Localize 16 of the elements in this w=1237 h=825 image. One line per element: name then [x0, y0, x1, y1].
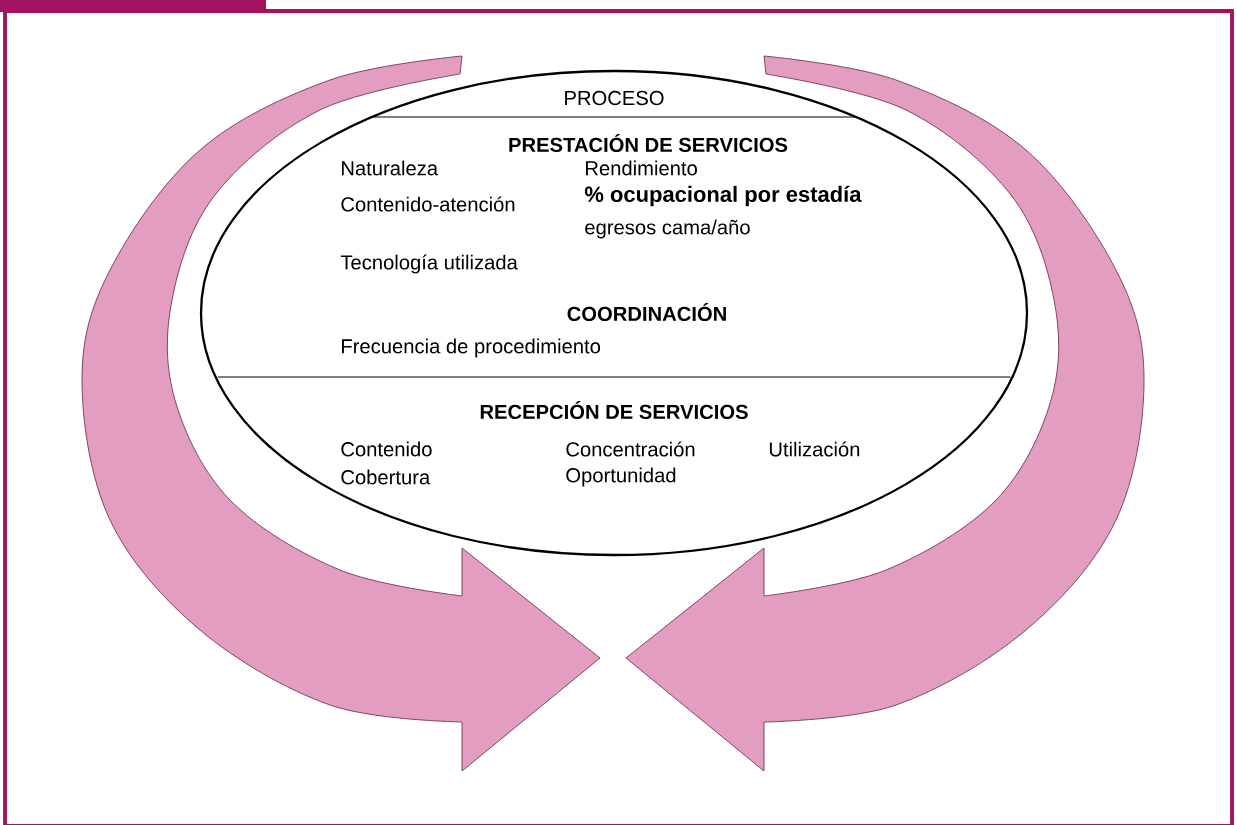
indicator-text: Tecnología utilizada — [340, 254, 518, 274]
section-heading: PRESTACIÓN DE SERVICIOS — [509, 133, 788, 153]
indicator-text: Rendimiento — [586, 160, 697, 176]
indicator-text: Cobertura — [341, 469, 431, 485]
indicator-text: Concentración — [566, 441, 695, 457]
indicator-text: Naturaleza — [342, 160, 439, 176]
indicator-text: Contenido-atención — [341, 196, 515, 212]
section-heading: RECEPCIÓN DE SERVICIOS — [480, 400, 748, 420]
indicator-text: Utilización — [769, 441, 860, 457]
section-heading: COORDINACIÓN — [567, 302, 726, 322]
indicator-text: egresos cama/año — [585, 219, 750, 239]
ellipse-title: PROCESO — [565, 90, 664, 106]
indicator-text: Oportunidad — [566, 467, 676, 487]
indicator-text: Frecuencia de procedimiento — [342, 338, 601, 358]
indicator-text: % ocupacional por estadía — [584, 185, 862, 207]
indicator-text: Contenido — [341, 441, 432, 457]
